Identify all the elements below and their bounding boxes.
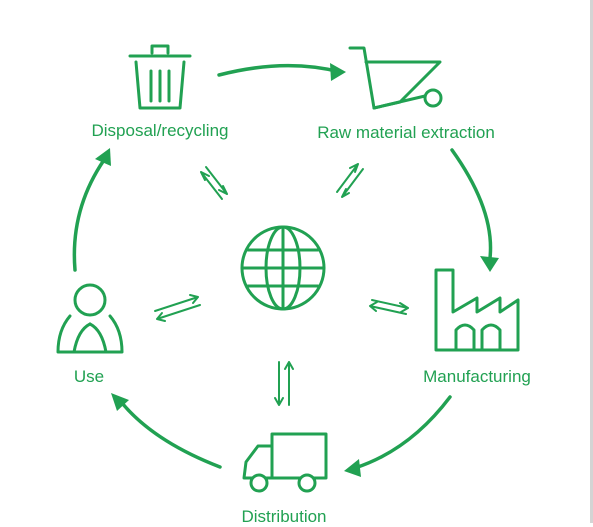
wheelbarrow-icon	[348, 46, 443, 110]
node-label-use: Use	[73, 367, 105, 386]
exchange-arrows-distribution	[274, 361, 294, 406]
cycle-arrow-raw-to-manufacturing	[450, 148, 493, 260]
factory-icon	[434, 268, 520, 352]
exchange-arrows-manufacturing	[369, 299, 409, 315]
cycle-arrow-manufacturing-to-distribution	[353, 395, 452, 470]
cycle-arrow-use-to-disposal	[72, 158, 106, 272]
exchange-arrows-disposal	[200, 166, 228, 200]
person-icon	[56, 283, 124, 354]
node-label-disposal: Disposal/recycling	[91, 121, 229, 140]
cycle-arrow-distribution-to-use	[116, 396, 222, 469]
exchange-arrows-use	[154, 294, 201, 322]
arrowhead-to-raw	[330, 63, 346, 81]
node-label-distribution: Distribution	[241, 507, 327, 526]
trash-can-icon	[128, 44, 192, 110]
arrowhead-to-disposal	[95, 148, 111, 166]
delivery-truck-icon	[242, 432, 328, 493]
globe-icon	[240, 225, 326, 311]
exchange-arrows-raw-material	[336, 163, 364, 198]
arrowhead-to-distribution	[344, 459, 361, 477]
node-label-manufacturing: Manufacturing	[423, 367, 531, 386]
cycle-arrow-disposal-to-raw	[217, 63, 342, 77]
arrowhead-to-manufacturing	[480, 256, 499, 272]
arrowhead-to-use	[111, 393, 129, 411]
node-label-raw-material: Raw material extraction	[317, 123, 495, 142]
right-edge-divider	[590, 0, 593, 523]
